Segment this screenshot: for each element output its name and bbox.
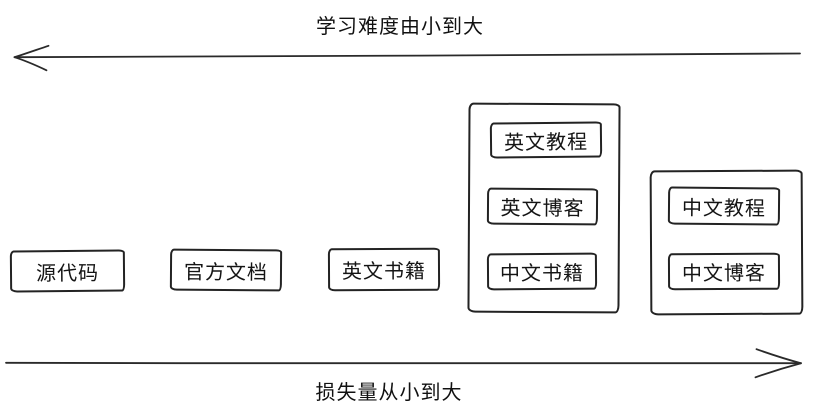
box-source-code: 源代码 <box>9 249 126 293</box>
box-english-books-label: 英文书籍 <box>341 260 427 284</box>
box-chinese-books-label: 中文书籍 <box>499 262 585 286</box>
difficulty-axis-label: 学习难度由小到大 <box>316 16 484 38</box>
box-chinese-tutorials-label: 中文教程 <box>681 197 767 220</box>
left-arrow <box>13 44 801 72</box>
box-source-code-label: 源代码 <box>35 262 100 285</box>
box-english-books: 英文书籍 <box>327 247 441 292</box>
box-chinese-blogs: 中文博客 <box>667 252 781 291</box>
box-english-tutorials: 英文教程 <box>489 121 603 159</box>
box-english-blogs-label: 英文博客 <box>500 197 585 221</box>
box-chinese-blogs-label: 中文博客 <box>681 262 767 286</box>
box-chinese-tutorials: 中文教程 <box>667 186 781 226</box>
loss-axis-label: 损失量从小到大 <box>315 382 463 404</box>
box-official-docs-label: 官方文档 <box>183 261 269 284</box>
box-english-blogs: 英文博客 <box>486 187 599 226</box>
box-chinese-books: 中文书籍 <box>486 252 598 291</box>
right-arrow <box>5 348 802 379</box>
box-official-docs: 官方文档 <box>169 248 283 292</box>
box-english-tutorials-label: 英文教程 <box>503 131 589 154</box>
